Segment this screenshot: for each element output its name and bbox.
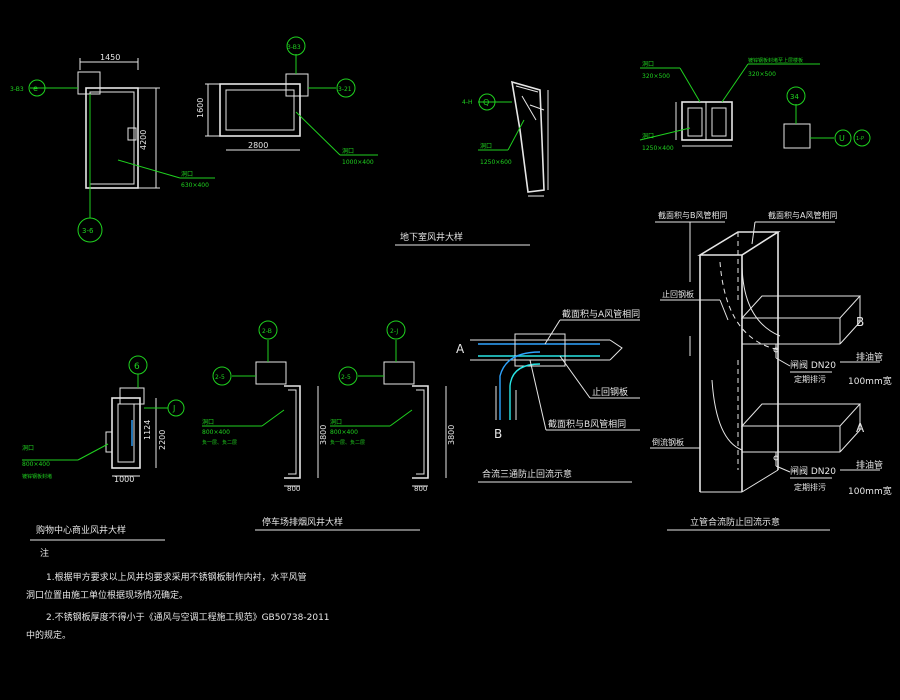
mall-title: 购物中心商业风井大样 [36,524,126,536]
opening-size-a: 800×400 [202,429,230,436]
parking-title: 停车场排烟风井大样 [262,516,343,528]
opening-note: 镀锌钢板封堵 [22,473,52,480]
dim-height-a: 3800 [319,425,328,445]
opening-label: 洞口 [181,170,193,178]
grid-b-top: 2-J [390,328,398,335]
grid-right-label: 1-P [856,136,864,142]
top-left-shaft-detail: 1450 4200 e 3-B3 3-6 洞口 630×400 [10,53,215,243]
dim-height-label: 1600 [196,98,205,118]
confluence-title: 合流三通防止回流示意 [482,468,572,480]
dim-width-label: 2800 [248,141,268,150]
note-top: 截面积与A风管相同 [562,308,640,320]
notes-block: 注 1.根据甲方要求以上风井均要求采用不锈钢板制作内衬，水平风管 洞口位置由施工… [26,547,330,641]
grid-b-left: 2-5 [341,374,351,381]
notes-line-2: 洞口位置由施工单位根据现场情况确定。 [26,589,188,601]
note-check: 止回钢板 [662,289,694,299]
size1: 100mm宽 [848,375,892,387]
valve2: 闸阀 DN20 [790,466,836,477]
dim-bottom-a: 800 [287,485,300,493]
dim-height-label: 4200 [139,130,148,150]
grid-circle-e: e [33,84,38,93]
notes-line-3: 2.不锈钢板厚度不得小于《通风与空调工程施工规范》GB50738-2011 [46,611,330,623]
drain1: 定期排污 [794,374,826,384]
note-a: 截面积与A风管相同 [768,210,837,220]
notes-line-4: 中的规定。 [26,629,71,641]
opening3-label: 洞口 [642,132,654,140]
grid-right-label: 3-21 [338,86,352,93]
dim-bottom: 1000 [114,475,134,484]
top-right-shaft-detail: 洞口 320×500 镀锌钢板封堵至上层楼板 320×500 洞口 1250×4… [639,57,871,152]
note-mid: 止回钢板 [592,386,628,398]
label-a: A [456,342,465,356]
mall-shaft-detail: 1000 2200 1124 6 J 洞口 800×400 镀锌钢板封堵 购物中… [22,355,185,541]
notes-heading: 注 [40,547,49,559]
grid-a-top: 2-B [262,328,272,335]
top-mid-shaft-detail: 1600 2800 3-B3 3-21 洞口 1000×400 [196,36,378,166]
grid-circle-q: Q [483,98,489,107]
grid-circle-j: J [172,404,175,413]
confluence-tee-detail: A B 截面积与A风管相同 止回钢板 截面积与B风管相同 合流三通防止回流示意 [456,308,640,483]
note-top: 镀锌钢板封堵至上层楼板 [748,57,803,64]
opening-size: 630×400 [181,182,209,189]
dim-height-b: 3800 [447,425,456,445]
grid-circle-34: 34 [790,93,799,101]
drain2: 定期排污 [794,482,826,492]
grid-circle-6: 6 [134,362,140,372]
opening3-size: 1250×400 [642,145,674,152]
opening-size-b: 800×400 [330,429,358,436]
grid-left-label: 4-H [462,99,473,106]
grid-top-label: 3-B3 [287,44,301,51]
notes-line-1: 1.根据甲方要求以上风井均要求采用不锈钢板制作内衬，水平风管 [46,571,307,583]
opening-size: 1250×600 [480,159,512,166]
parking-shaft-detail: 800 3800 2-B 2-5 洞口 800×400 负一层、负二层 800 … [202,320,456,531]
dim-bottom-b: 800 [414,485,427,493]
riser-title: 立管合流防止回流示意 [690,516,780,528]
grid-circle-u: U [839,134,845,143]
opening1-label: 洞口 [642,60,654,68]
size2: 100mm宽 [848,485,892,497]
valve1: 闸阀 DN20 [790,360,836,371]
opening-label: 洞口 [480,142,492,150]
basement-title: 地下室风井大样 [400,231,463,243]
note-bot: 截面积与B风管相同 [548,418,626,430]
opening-label-b: 洞口 [330,418,342,426]
note-guide: 倒流钢板 [652,437,684,447]
dim-height: 2200 [158,430,167,450]
note-b: 截面积与B风管相同 [658,210,728,220]
riser-confluence-detail: B A 截面积与B风管相同 截面积与A风管相同 止回钢板 倒流钢板 闸阀 DN2… [650,210,892,531]
grid-a-left: 2-5 [215,374,225,381]
opening-size: 800×400 [22,461,50,468]
opening-note-b: 负一层、负二层 [330,439,365,446]
basement-shaft-detail: Q 4-H 洞口 1250×600 地下室风井大样 [395,80,549,246]
opening-label-a: 洞口 [202,418,214,426]
opening-note-a: 负一层、负二层 [202,439,237,446]
dim-inner: 1124 [143,420,152,440]
pipe2: 排油管 [856,459,883,471]
grid-label-3b3: 3-B3 [10,86,24,93]
opening-label: 洞口 [22,444,34,452]
opening-size: 1000×400 [342,159,374,166]
opening-label: 洞口 [342,147,354,155]
pipe1: 排油管 [856,351,883,363]
label-b: B [494,427,502,441]
label-b: B [856,315,864,329]
grid-label-3-6: 3-6 [82,227,94,235]
label-a: A [856,421,865,435]
opening2-size: 320×500 [748,71,776,78]
dim-width-label: 1450 [100,53,120,62]
opening1-size: 320×500 [642,73,670,80]
